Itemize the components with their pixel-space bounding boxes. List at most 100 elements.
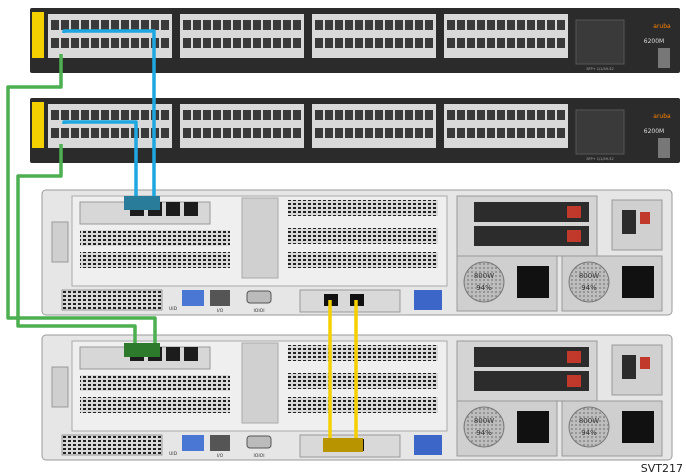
drive-bay (474, 202, 589, 222)
green-cable-switch1-server2 (6, 54, 157, 351)
psu-power-inlet (517, 411, 549, 443)
switch-port (395, 110, 403, 120)
psu-fan (463, 406, 505, 448)
switch-port (273, 20, 281, 30)
switch-port (141, 20, 149, 30)
blue-connector-ends (124, 196, 160, 210)
switch-port (355, 110, 363, 120)
switch-port (457, 128, 465, 138)
switch-port (447, 38, 455, 48)
switch-port (537, 110, 545, 120)
switch-port (395, 128, 403, 138)
drive-latch (567, 375, 581, 387)
switch-port (263, 110, 271, 120)
switch-port (547, 128, 555, 138)
switch-port (425, 20, 433, 30)
switch-port (203, 20, 211, 30)
usb-ports (182, 435, 204, 451)
switch-port (477, 110, 485, 120)
psu-2: 800W 94% (561, 255, 663, 312)
usb-ports (182, 290, 204, 306)
switch-port (61, 20, 69, 30)
switch-port (487, 20, 495, 30)
switch-port (273, 38, 281, 48)
switch-port (131, 20, 139, 30)
vent (288, 345, 438, 361)
switch-port (385, 20, 393, 30)
switch-port (141, 128, 149, 138)
switch-port (253, 20, 261, 30)
switch-port (365, 128, 373, 138)
switch-port (91, 110, 99, 120)
switch-port (405, 38, 413, 48)
switch-port (183, 38, 191, 48)
switch-port (395, 38, 403, 48)
switch-port (61, 110, 69, 120)
switch-port (415, 110, 423, 120)
switch-port (293, 128, 301, 138)
power-latch (640, 357, 650, 369)
nic-port (184, 202, 198, 216)
switch-port (415, 38, 423, 48)
switch-port (527, 20, 535, 30)
blue-cable-switch2-server1 (62, 120, 138, 206)
switch-port (233, 110, 241, 120)
switch-port (365, 38, 373, 48)
switch-port (315, 20, 323, 30)
switch-port (193, 110, 201, 120)
switch-port (293, 110, 301, 120)
yellow-connector-ends (323, 438, 363, 452)
switch-port (183, 110, 191, 120)
switch-port (527, 110, 535, 120)
switch-port (183, 128, 191, 138)
switch-port (121, 110, 129, 120)
switch-port (293, 20, 301, 30)
switch-port (355, 38, 363, 48)
switch-port (243, 20, 251, 30)
switch-port (283, 128, 291, 138)
vent (288, 200, 438, 216)
vent (288, 397, 438, 413)
switch-port (345, 38, 353, 48)
switch-port (253, 128, 261, 138)
uid-label: UID (169, 451, 178, 457)
power-connector (622, 210, 636, 234)
psu-power-inlet (517, 266, 549, 298)
sfp-label: SFP+ 1/1/49-52 (586, 67, 613, 71)
sfp-label: SFP+ 1/1/49-52 (586, 157, 613, 161)
switch-port (263, 38, 271, 48)
switch-port (71, 20, 79, 30)
switch-port (263, 20, 271, 30)
io-label: I/O (217, 453, 224, 459)
switch-port (557, 128, 565, 138)
drive-latch (567, 351, 581, 363)
switch-port (537, 38, 545, 48)
serial-port (246, 290, 272, 304)
drive-bay (474, 226, 589, 246)
switch-port (223, 38, 231, 48)
switch-1: SFP+ 1/1/49-52 aruba 6200M (30, 8, 680, 73)
switch-port (325, 110, 333, 120)
serial-port (246, 435, 272, 449)
switch-port (131, 38, 139, 48)
switch-port (315, 110, 323, 120)
switch-port (71, 38, 79, 48)
switch-port (345, 110, 353, 120)
switch-port (425, 128, 433, 138)
switch-port (243, 128, 251, 138)
switch-port (497, 110, 505, 120)
switch-port (325, 38, 333, 48)
psu-fan (568, 406, 610, 448)
switch-port (193, 20, 201, 30)
psu-fan (463, 261, 505, 303)
switch-port (273, 110, 281, 120)
switch-port (151, 20, 159, 30)
switch-port (325, 20, 333, 30)
serial-label: IOIOI (253, 308, 264, 314)
rear-vent (61, 289, 163, 311)
blue-cable-switch1-server1 (62, 29, 156, 206)
switch-port (447, 128, 455, 138)
switch-port (315, 38, 323, 48)
switch-port (203, 38, 211, 48)
switch-port (223, 110, 231, 120)
